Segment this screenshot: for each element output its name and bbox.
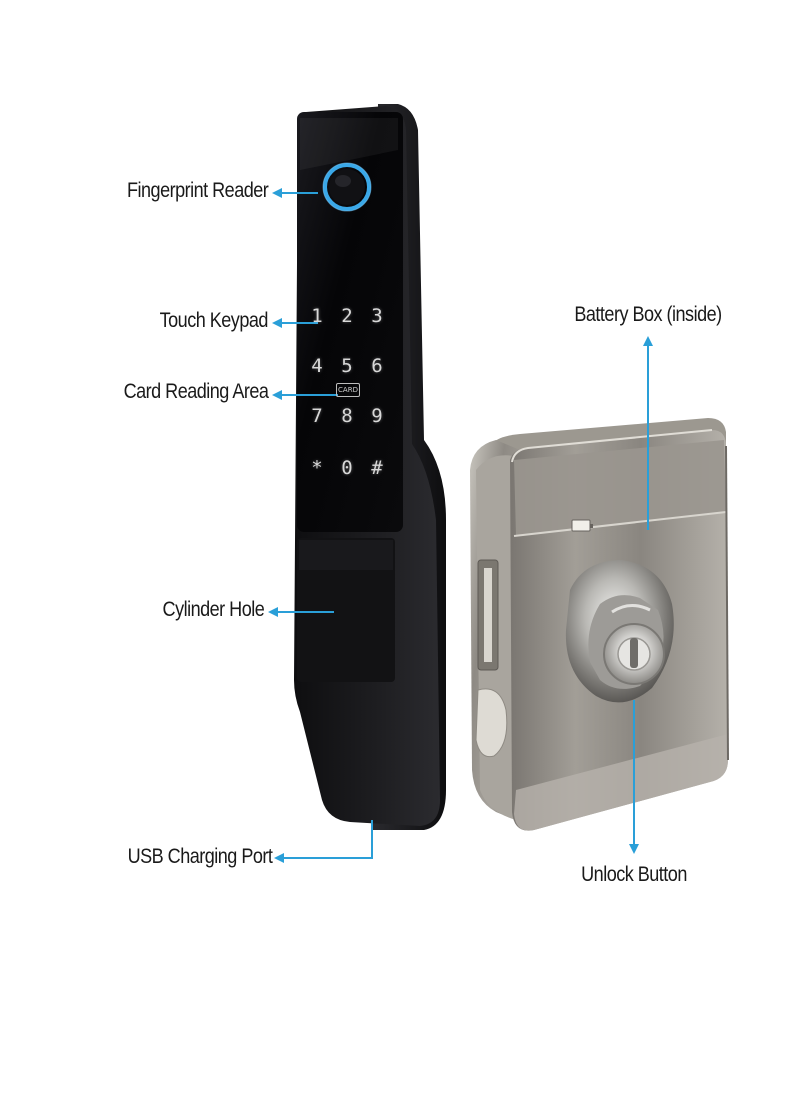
keypad-glass-panel [297,112,403,532]
key-1: 1 [311,305,323,327]
fingerprint-sensor [329,169,365,205]
callout-arrows [276,192,649,859]
key-5: 5 [341,355,353,377]
label-unlock-button: Unlock Button [581,863,687,886]
glass-reflection [300,118,398,170]
unlock-knob [565,560,674,703]
arrow-heads [268,188,653,863]
label-cylinder-hole: Cylinder Hole [162,598,264,621]
key-4: 4 [311,355,323,377]
label-battery-box: Battery Box (inside) [574,303,722,326]
arrow-usb-port [282,820,373,859]
fingerprint-ring-glow [322,162,372,212]
label-touch-keypad: Touch Keypad [159,309,269,332]
key-star: * [311,457,323,479]
fingerprint-ring [323,163,371,211]
card-icon: CARD [336,383,360,397]
key-7: 7 [311,405,323,427]
key-2: 2 [341,305,353,327]
key-0: 0 [341,457,353,479]
key-8: 8 [341,405,353,427]
label-card-reading-area: Card Reading Area [123,380,268,403]
deadbolt [475,688,508,758]
label-fingerprint-reader: Fingerprint Reader [126,179,269,202]
key-hash: # [371,457,383,479]
key-6: 6 [371,355,383,377]
cylinder-cover [297,538,395,682]
label-usb-charging-port: USB Charging Port [127,845,272,868]
battery-indicator [571,519,591,532]
key-9: 9 [371,405,383,427]
key-3: 3 [371,305,383,327]
